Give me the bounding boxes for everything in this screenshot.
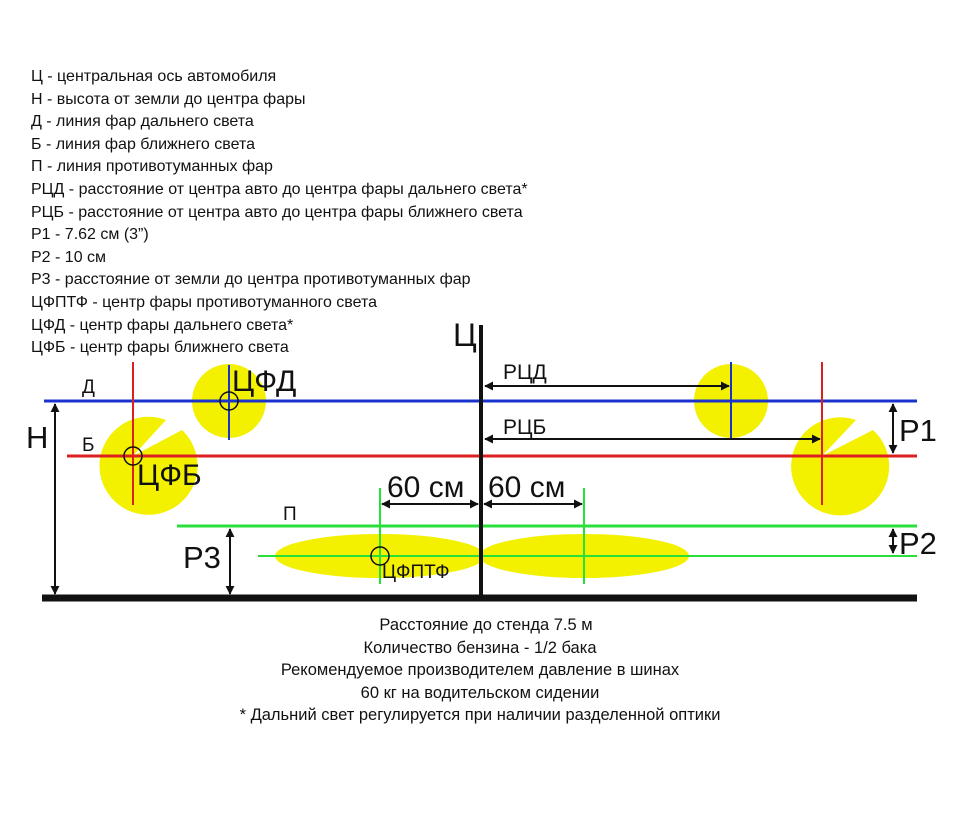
note-item: Количество бензина - 1/2 бака	[363, 638, 597, 657]
legend-item: ЦФД - центр фары дальнего света*	[31, 316, 294, 334]
legend-item: Р3 - расстояние от земли до центра проти…	[31, 271, 471, 289]
center-low-label: ЦФБ	[137, 459, 202, 492]
fog-left-distance-label: 60 см	[387, 471, 464, 504]
legend-item: П - линия противотуманных фар	[31, 158, 273, 176]
center-high-label: ЦФД	[232, 365, 296, 398]
low-beam-center-marker	[123, 446, 143, 466]
low-beam-spot-left	[99, 416, 198, 515]
notes: Расстояние до стенда 7.5 м Количество бе…	[0, 614, 960, 727]
note-item: * Дальний свет регулируется при наличии …	[239, 706, 721, 725]
p2-label: Р2	[899, 526, 937, 561]
legend-item: Р1 - 7.62 см (3”)	[31, 226, 149, 244]
p3-label: Р3	[183, 540, 221, 575]
legend-item: Д - линия фар дальнего света	[31, 113, 254, 131]
high-beam-center-marker	[219, 391, 239, 411]
note-item: 60 кг на водительском сидении	[360, 683, 600, 702]
fog-right-distance-label: 60 см	[488, 471, 565, 504]
height-label: Н	[26, 420, 48, 455]
p1-label: Р1	[899, 413, 937, 448]
low-beam-spot-right	[791, 417, 890, 516]
legend-item: РЦБ - расстояние от центра авто до центр…	[31, 203, 523, 221]
note-item: Рекомендуемое производителем давление в …	[280, 661, 680, 680]
legend-item: Р2 - 10 см	[31, 248, 107, 266]
legend-item: Б - линия фар ближнего света	[31, 135, 255, 153]
center-fog-label: ЦФПТФ	[382, 562, 450, 583]
dist-high-label: РЦД	[503, 361, 547, 384]
fog-center-marker	[370, 546, 390, 566]
line-fog-label: П	[283, 504, 297, 525]
legend-item: ЦФБ - центр фары ближнего света	[31, 339, 289, 357]
legend-item: Ц - центральная ось автомобиля	[31, 68, 277, 85]
line-high-label: Д	[82, 377, 95, 398]
legend-item: РЦД - расстояние от центра авто до центр…	[31, 180, 528, 198]
legend-item: Н - высота от земли до центра фары	[31, 90, 306, 108]
note-item: Расстояние до стенда 7.5 м	[379, 616, 593, 634]
axis-label: Ц	[453, 317, 477, 353]
legend-item: ЦФПТФ - центр фары противотуманного свет…	[31, 293, 378, 311]
legend: Ц - центральная ось автомобиля Н - высот…	[31, 66, 528, 360]
line-low-label: Б	[82, 435, 94, 456]
dist-low-label: РЦБ	[503, 416, 546, 439]
